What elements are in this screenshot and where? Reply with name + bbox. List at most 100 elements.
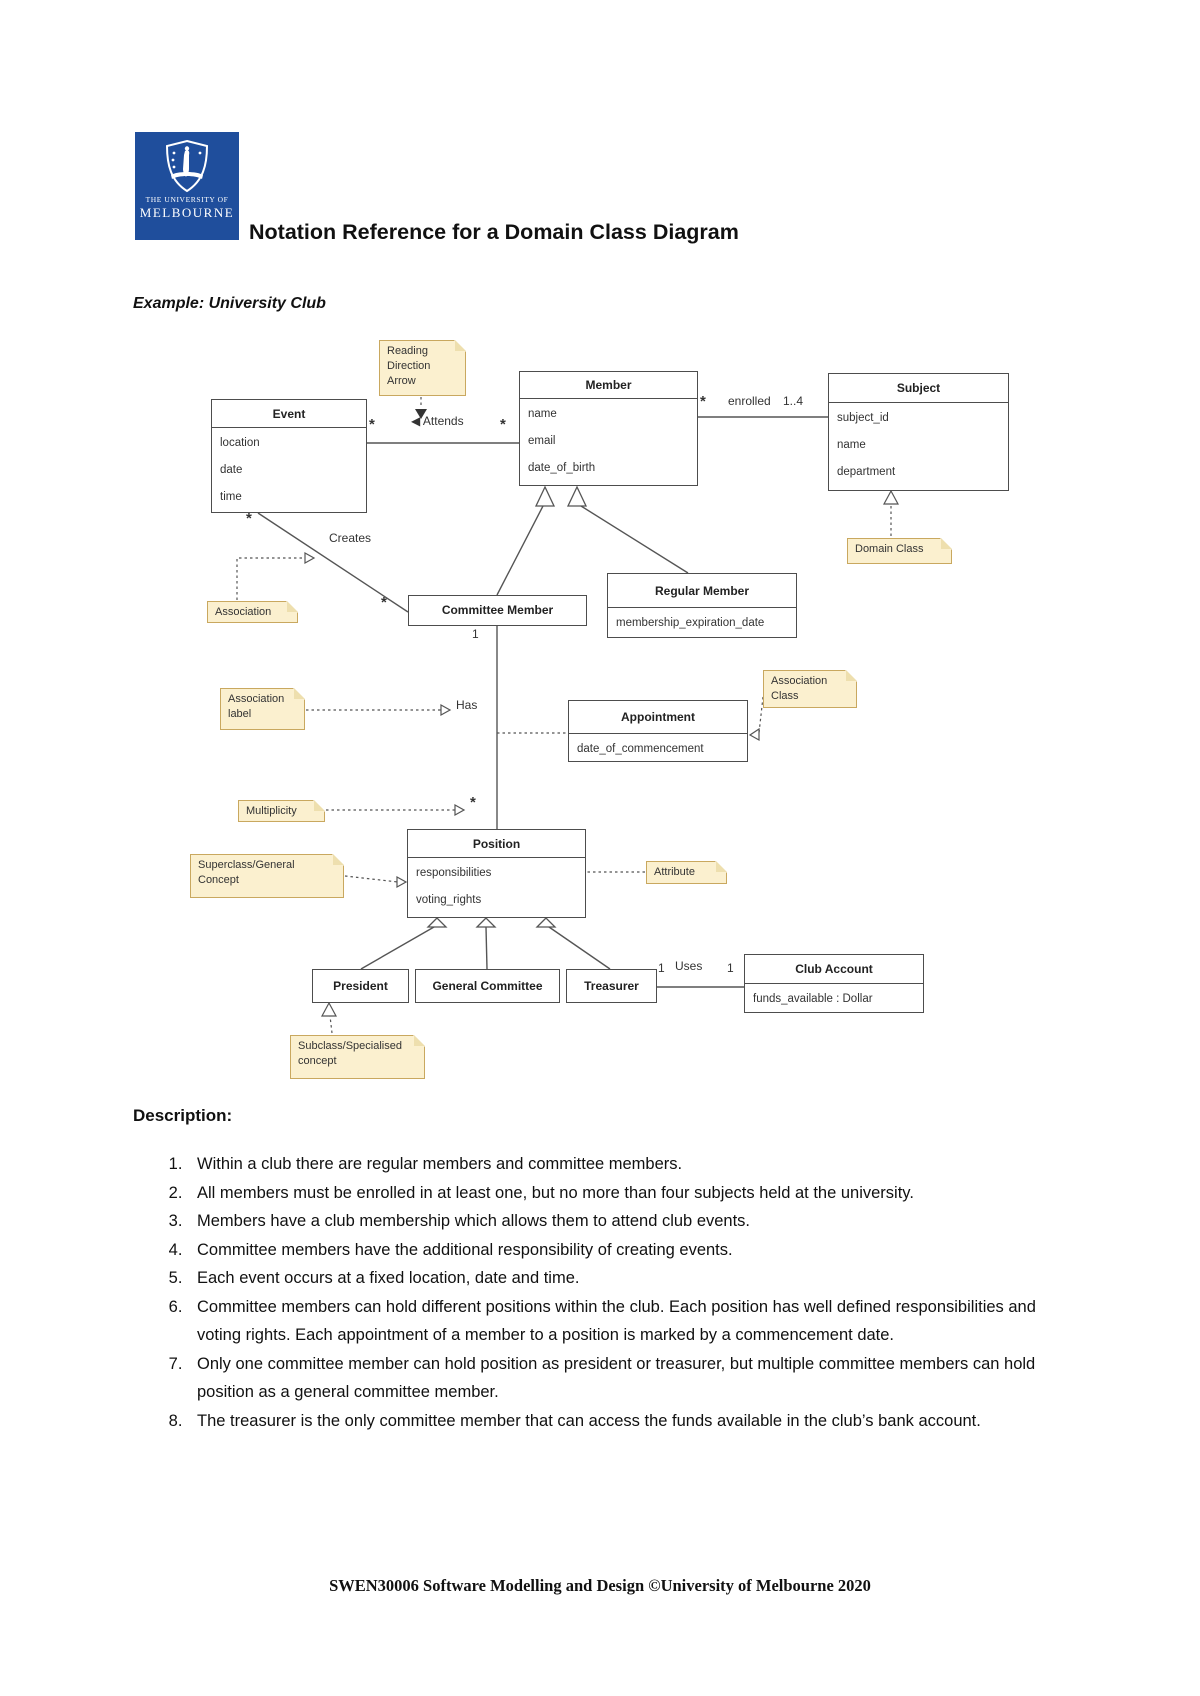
generalization-arrowhead-icon (475, 917, 497, 928)
class-title: Event (212, 400, 366, 428)
note-text: Class (771, 690, 799, 702)
president-generalization-line (360, 926, 435, 970)
description-item: Each event occurs at a fixed location, d… (187, 1264, 1078, 1293)
association-note-link (236, 557, 305, 600)
note-text: Subclass/Specialised (298, 1040, 402, 1052)
description-item: All members must be enrolled in at least… (187, 1179, 1078, 1208)
label-mult-treasurer: 1 (658, 961, 665, 975)
note-multiplicity: Multiplicity (238, 800, 325, 822)
note-subclass: Subclass/Specialised concept (290, 1035, 425, 1079)
class-president: President (312, 969, 409, 1003)
class-committee-member: Committee Member (408, 595, 587, 626)
note-text: Association (228, 693, 285, 705)
note-text: Multiplicity (246, 805, 297, 817)
class-attribute: responsibilities (416, 867, 492, 879)
general-committee-generalization-line (485, 926, 488, 970)
generalization-arrowhead-icon (535, 917, 557, 928)
description-heading: Description: (133, 1106, 233, 1125)
class-title: Club Account (745, 955, 923, 984)
label-attends: ◀ Attends (411, 414, 464, 428)
class-attributes: responsibilities voting_rights (408, 858, 585, 914)
note-text: label (228, 708, 252, 720)
association-class-note-link (758, 696, 764, 734)
regular-member-generalization-line (580, 505, 689, 574)
class-attributes: funds_available : Dollar (745, 984, 923, 1013)
note-text: Association (771, 675, 828, 687)
note-association: Association (207, 601, 298, 623)
label-mult-event-bottom: * (246, 510, 252, 527)
class-attribute: funds_available : Dollar (753, 993, 873, 1005)
class-attributes: membership_expiration_date (608, 608, 796, 637)
reading-direction-arrow-icon (415, 409, 427, 419)
committee-member-generalization-line (496, 505, 544, 596)
class-attribute: email (528, 435, 556, 447)
class-attributes: name email date_of_birth (520, 399, 697, 482)
open-arrowhead-icon (396, 875, 408, 889)
note-text: Domain Class (855, 543, 924, 555)
open-arrowhead-icon (304, 551, 316, 565)
treasurer-generalization-line (548, 926, 611, 970)
label-mult-event-right: * (369, 416, 375, 433)
note-text: concept (298, 1055, 337, 1067)
class-attribute: date_of_commencement (577, 743, 704, 755)
class-title: Position (408, 830, 585, 858)
note-association-label: Association label (220, 688, 305, 730)
label-mult-member-right: * (700, 393, 706, 410)
class-attribute: name (837, 439, 866, 451)
class-title: Subject (829, 374, 1008, 403)
class-attribute: location (220, 437, 260, 449)
note-attribute: Attribute (646, 861, 727, 884)
note-text: Reading (387, 345, 428, 357)
class-title: Committee Member (441, 603, 554, 617)
label-mult-subject: 1..4 (783, 394, 804, 408)
generalization-arrowhead-icon (534, 485, 556, 507)
note-text: Attribute (654, 866, 695, 878)
class-attribute: voting_rights (416, 894, 482, 906)
label-has: Has (456, 698, 478, 712)
class-treasurer: Treasurer (566, 969, 657, 1003)
label-mult-cm-one: 1 (472, 627, 479, 641)
description-item: Only one committee member can hold posit… (187, 1350, 1078, 1407)
label-mult-clubaccount: 1 (727, 961, 734, 975)
generalization-arrowhead-icon (426, 917, 448, 928)
description-item: Committee members have the additional re… (187, 1236, 1078, 1265)
open-arrowhead-icon (882, 489, 900, 505)
logo-text-line1: THE UNIVERSITY OF (145, 195, 229, 204)
superclass-note-link (344, 875, 399, 883)
class-title: President (333, 978, 388, 993)
label-mult-position: * (470, 794, 476, 811)
class-attribute: date (220, 464, 243, 476)
logo-text-line2: MELBOURNE (139, 205, 235, 220)
example-subtitle: Example: University Club (133, 295, 326, 312)
label-enrolled: enrolled (728, 394, 771, 408)
description-item: Committee members can hold different pos… (187, 1293, 1078, 1350)
open-arrowhead-icon (454, 803, 466, 817)
university-logo: THE UNIVERSITY OF MELBOURNE (135, 132, 239, 240)
class-attribute: membership_expiration_date (616, 617, 765, 629)
open-arrowhead-icon (440, 703, 452, 717)
subclass-note-link (329, 1015, 333, 1034)
class-attribute: subject_id (837, 412, 889, 424)
label-uses: Uses (675, 959, 703, 973)
description-section: Description: Within a club there are reg… (133, 1106, 1078, 1435)
note-domain-class: Domain Class (847, 538, 952, 564)
page-title: Notation Reference for a Domain Class Di… (249, 220, 739, 244)
note-text: Arrow (387, 375, 416, 387)
class-attribute: name (528, 408, 557, 420)
open-arrowhead-icon (320, 1001, 338, 1017)
class-attribute: date_of_birth (528, 462, 596, 474)
class-attribute: department (837, 466, 896, 478)
open-arrowhead-icon (748, 727, 760, 742)
label-mult-cm-left: * (381, 594, 387, 611)
class-general-committee: General Committee (415, 969, 560, 1003)
class-position: Position responsibilities voting_rights (407, 829, 586, 918)
